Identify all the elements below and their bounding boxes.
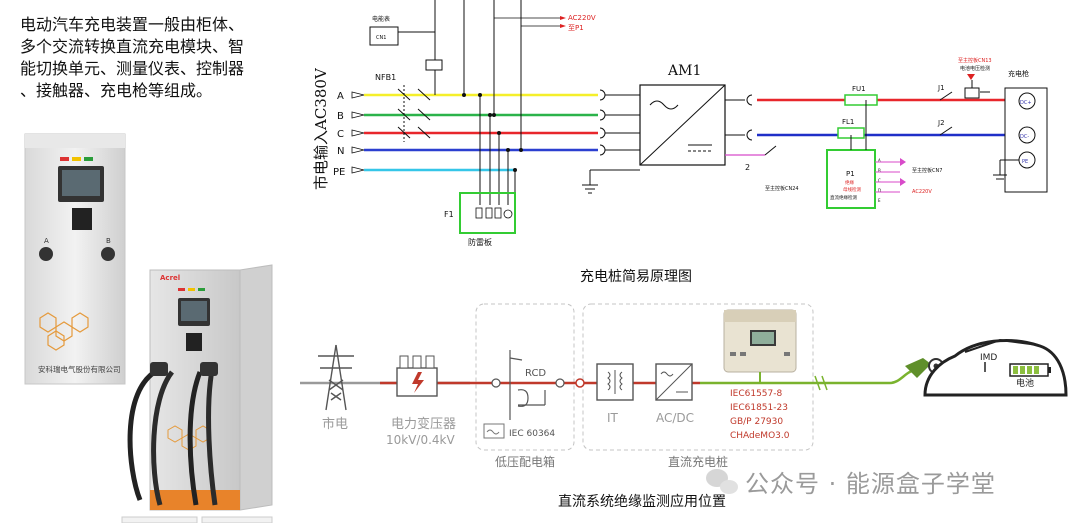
meter-label: 电能表 bbox=[372, 15, 390, 23]
charging-gun-icon bbox=[150, 362, 168, 376]
to-cn24-label: 至主控板CN24 bbox=[765, 185, 799, 192]
am1-input-connectors bbox=[582, 89, 640, 194]
top-right-label-2: 电池电压检测 bbox=[960, 65, 990, 72]
schematic: 市电输入AC380V A B C N PE NFB1 bbox=[312, 0, 1048, 247]
surge-board bbox=[459, 192, 516, 234]
gun-terminal-dcp: DC+ bbox=[1020, 100, 1032, 106]
to-p1-label: 至P1 bbox=[568, 24, 584, 32]
intro-line: 多个交流转换直流充电模块、智 bbox=[20, 37, 245, 56]
cabinet-back: A B 安科瑞电气股份有限公司 bbox=[24, 133, 126, 385]
cabinet-company-label: 安科瑞电气股份有限公司 bbox=[38, 364, 121, 374]
dc-plus-terminal-icon bbox=[1018, 92, 1036, 110]
p1-insulation-monitor bbox=[826, 149, 876, 209]
intro-line: 、接触器、充电枪等组成。 bbox=[20, 81, 213, 100]
p1-pin-a: A bbox=[878, 158, 881, 163]
p1-pin-b: B bbox=[878, 168, 881, 173]
p1-sub3: 直流绝缘检测 bbox=[830, 194, 857, 201]
battery-label: 电池 bbox=[1016, 377, 1034, 389]
to-cn7-label: 至主控板CN7 bbox=[912, 167, 942, 174]
j2-label: J2 bbox=[937, 119, 945, 127]
imd-device-icon bbox=[723, 309, 797, 383]
p1-ac220-label: AC220V bbox=[912, 189, 932, 195]
gun-label: 充电枪 bbox=[1008, 69, 1029, 78]
imd-label: IMD bbox=[980, 353, 997, 363]
watermark: 公众号 · 能源盒子学堂 bbox=[745, 470, 996, 498]
phase-label-a: A bbox=[337, 91, 344, 102]
standard-4: CHAdeMO3.0 bbox=[730, 431, 790, 441]
contactor-icon bbox=[939, 91, 953, 136]
gun-terminal-pe: PE bbox=[1022, 159, 1028, 165]
fuse-icon bbox=[425, 59, 443, 71]
flow-diagram: 市电 电力变压器 10kV/0.4kV RCD IEC 60364 低压配电箱 bbox=[300, 303, 1068, 469]
hexagon-pattern-icon bbox=[39, 312, 89, 351]
standard-1: IEC61557-8 bbox=[730, 389, 783, 399]
flow-caption: 直流系统绝缘监测应用位置 bbox=[558, 494, 726, 510]
cabinet-front: Acrel bbox=[127, 264, 273, 511]
intro-text: 电动汽车充电装置一般由柜体、 多个交流转换直流充电模块、智 能切换单元、测量仪表… bbox=[20, 14, 288, 102]
standard-2: IEC61851-23 bbox=[730, 403, 788, 413]
ac220-label: AC220V bbox=[568, 14, 596, 22]
rcd-label: RCD bbox=[525, 368, 546, 379]
fu1-fuse bbox=[844, 94, 878, 106]
transformer-icon bbox=[396, 355, 438, 397]
low-voltage-box-label: 低压配电箱 bbox=[495, 454, 555, 469]
meter-box bbox=[369, 26, 399, 46]
nfb1-breaker-icon bbox=[397, 85, 431, 142]
acdc-converter-icon bbox=[655, 363, 693, 401]
meter-sub: CN1 bbox=[376, 35, 386, 41]
phase-label-n: N bbox=[337, 146, 344, 157]
ac-symbol-icon bbox=[649, 100, 679, 110]
intro-line: 电动汽车充电装置一般由柜体、 bbox=[20, 15, 245, 34]
dc-pile-box bbox=[582, 303, 814, 451]
intro-line: 能切换单元、测量仪表、控制器 bbox=[20, 59, 245, 78]
p1-pin-d: D bbox=[878, 188, 881, 193]
ac220-output-arrows bbox=[560, 16, 566, 28]
rcd-icon bbox=[491, 350, 565, 420]
iec-label: IEC 60364 bbox=[509, 429, 555, 439]
cabinet-btn-a: A bbox=[44, 237, 49, 245]
iec-wave-icon bbox=[483, 423, 505, 439]
p1-sub1: 绝缘 bbox=[845, 179, 854, 186]
charging-gun-icon bbox=[200, 362, 218, 376]
grid-label: 市电 bbox=[322, 416, 348, 432]
p1-sub2: 母线检测 bbox=[843, 186, 861, 193]
p1-pin-e: E bbox=[878, 198, 881, 203]
phase-label-c: C bbox=[337, 129, 344, 140]
standard-3: GB/P 27930 bbox=[730, 417, 783, 427]
fu1-label: FU1 bbox=[852, 85, 866, 93]
isolation-transformer-icon bbox=[596, 363, 634, 401]
it-label: IT bbox=[607, 411, 619, 425]
electric-car-icon bbox=[923, 338, 1068, 397]
transformer-spec: 10kV/0.4kV bbox=[386, 433, 456, 447]
phase-label-b: B bbox=[337, 111, 344, 122]
gun-terminal-dcn: DC- bbox=[1020, 134, 1029, 140]
phase-label-pe: PE bbox=[333, 167, 345, 178]
top-right-label-1: 至主控板CN13 bbox=[958, 57, 992, 64]
cabinet-brand-logo: Acrel bbox=[160, 274, 180, 282]
wechat-icon bbox=[706, 469, 738, 494]
p1-label: P1 bbox=[846, 170, 855, 178]
am1-output-connectors bbox=[725, 94, 753, 141]
f1-label: F1 bbox=[444, 210, 454, 219]
gun-holder-b-icon bbox=[101, 247, 115, 261]
power-tower-icon bbox=[318, 344, 354, 411]
gun-holder-a-icon bbox=[39, 247, 53, 261]
switch-2-label: 2 bbox=[745, 163, 750, 172]
nfb1-label: NFB1 bbox=[375, 73, 396, 82]
input-label: 市电输入AC380V bbox=[312, 67, 330, 190]
transformer-label: 电力变压器 bbox=[391, 416, 456, 432]
schematic-caption: 充电桩简易原理图 bbox=[580, 269, 692, 285]
dc-minus-terminal-icon bbox=[1018, 126, 1036, 144]
am1-label: AM1 bbox=[667, 63, 701, 79]
p1-pin-c: C bbox=[878, 178, 881, 183]
acdc-label: AC/DC bbox=[656, 411, 694, 425]
surge-board-label: 防雷板 bbox=[468, 237, 492, 247]
dc-pile-box-label: 直流充电桩 bbox=[668, 454, 728, 469]
battery-icon bbox=[1009, 363, 1051, 377]
fl1-label: FL1 bbox=[842, 118, 854, 126]
cabinet-btn-b: B bbox=[106, 237, 111, 245]
j1-label: J1 bbox=[937, 84, 945, 92]
